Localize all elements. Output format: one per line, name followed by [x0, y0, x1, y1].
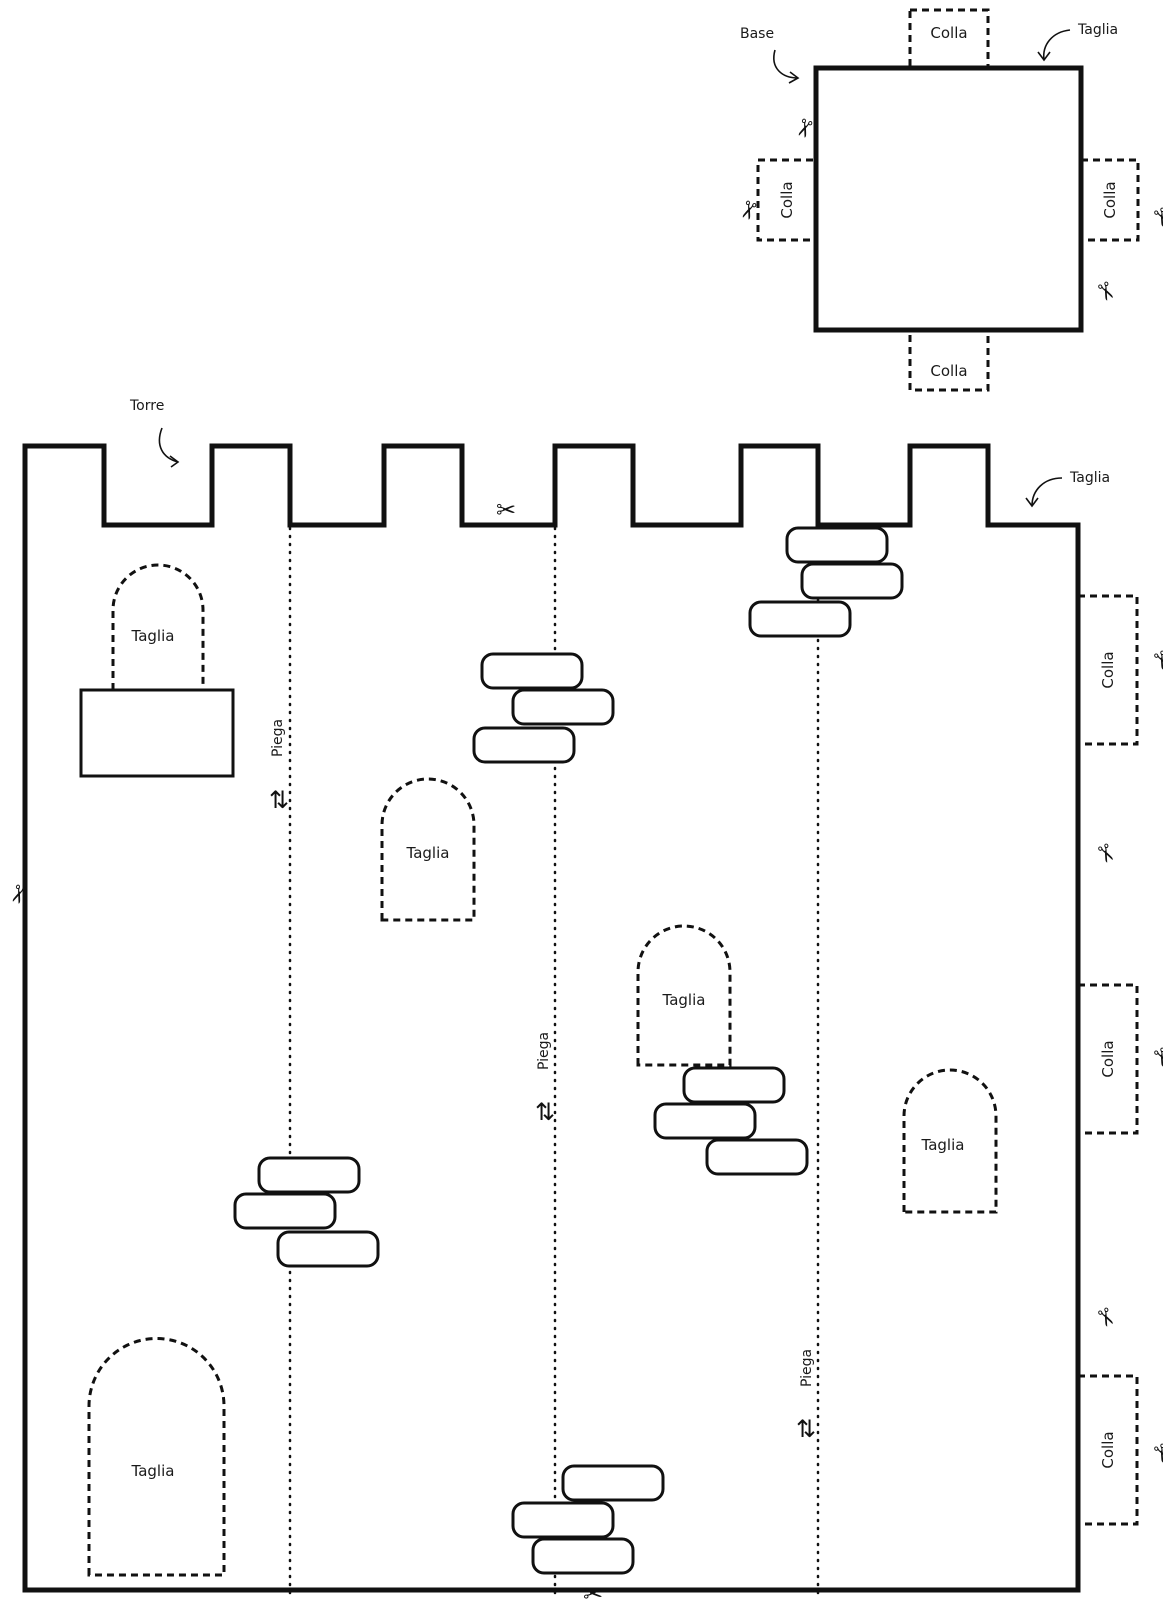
base-piece: Colla Colla Colla Colla Base Taglia ✂ ✂ … — [731, 8, 1163, 392]
fold-arrows-icon: ⇅ — [535, 1098, 555, 1126]
tower-piece: Taglia Taglia Taglia Taglia Taglia Piega… — [1, 398, 1163, 1606]
fold-arrows-icon: ⇅ — [269, 786, 289, 814]
tower-tab-3-label: Colla — [1099, 1431, 1117, 1468]
brick — [511, 1501, 615, 1539]
curved-arrow-icon — [1043, 29, 1071, 61]
fold-arrows-icon: ⇅ — [796, 1415, 816, 1443]
scissors-icon: ✂ — [583, 1580, 603, 1606]
brick — [472, 726, 576, 764]
curved-arrow-icon — [169, 455, 180, 468]
window-sill — [79, 688, 235, 778]
scissors-icon: ✂ — [1089, 1303, 1123, 1333]
brick — [531, 1537, 635, 1575]
brick — [233, 1192, 337, 1230]
tower-outline — [22, 443, 1081, 1593]
scissors-icon: ✂ — [1145, 1439, 1163, 1469]
brick — [480, 652, 584, 690]
window-4 — [902, 1068, 998, 1214]
window-1 — [111, 563, 205, 690]
curved-arrow-icon — [1025, 497, 1039, 508]
brick — [705, 1138, 809, 1176]
fold-label-3: Piega — [799, 1349, 815, 1387]
brick-cluster-5 — [511, 1464, 665, 1575]
base-square — [813, 65, 1084, 333]
scissors-icon: ✂ — [496, 496, 516, 524]
tower-tab-1-label: Colla — [1099, 651, 1117, 688]
scissors-icon: ✂ — [1145, 1043, 1163, 1073]
fold-label-1: Piega — [270, 719, 286, 757]
curved-arrow-icon — [773, 49, 799, 79]
tower-cut-label: Taglia — [1069, 470, 1110, 486]
brick — [561, 1464, 665, 1502]
window-2 — [380, 777, 476, 922]
base-cut-label: Taglia — [1077, 22, 1118, 38]
scissors-icon: ✂ — [1089, 277, 1123, 307]
scissors-icon: ✂ — [1089, 839, 1123, 869]
base-label: Base — [740, 26, 774, 42]
brick — [748, 600, 852, 638]
curved-arrow-icon — [158, 427, 179, 463]
window-3-label: Taglia — [662, 991, 706, 1009]
base-tab-bottom-label: Colla — [930, 362, 967, 380]
brick — [653, 1102, 757, 1140]
tower-tab-2-label: Colla — [1099, 1040, 1117, 1077]
brick-cluster-1 — [748, 526, 904, 638]
brick — [785, 526, 889, 564]
brick-cluster-3 — [653, 1066, 809, 1176]
base-tab-left-label: Colla — [778, 181, 796, 218]
scissors-icon: ✂ — [1145, 203, 1163, 233]
door — [87, 1337, 226, 1577]
window-3 — [636, 924, 732, 1067]
brick — [257, 1156, 361, 1194]
scissors-icon: ✂ — [1145, 646, 1163, 676]
brick — [511, 688, 615, 726]
brick — [800, 562, 904, 600]
curved-arrow-icon — [1031, 477, 1063, 507]
brick — [276, 1230, 380, 1268]
curved-arrow-icon — [788, 71, 800, 84]
scissors-icon: ✂ — [1, 880, 34, 908]
curved-arrow-icon — [1037, 51, 1051, 62]
base-tab-right-label: Colla — [1101, 181, 1119, 218]
window-4-label: Taglia — [921, 1136, 965, 1154]
scissors-icon: ✂ — [731, 196, 764, 224]
base-tab-bottom — [908, 328, 990, 392]
brick-cluster-4 — [233, 1156, 380, 1268]
brick — [682, 1066, 786, 1104]
window-2-label: Taglia — [406, 844, 450, 862]
window-1-label: Taglia — [131, 627, 175, 645]
brick-cluster-2 — [472, 652, 615, 764]
fold-label-2: Piega — [536, 1032, 552, 1070]
tower-label: Torre — [129, 398, 164, 414]
base-tab-top-label: Colla — [930, 24, 967, 42]
door-label: Taglia — [131, 1462, 175, 1480]
